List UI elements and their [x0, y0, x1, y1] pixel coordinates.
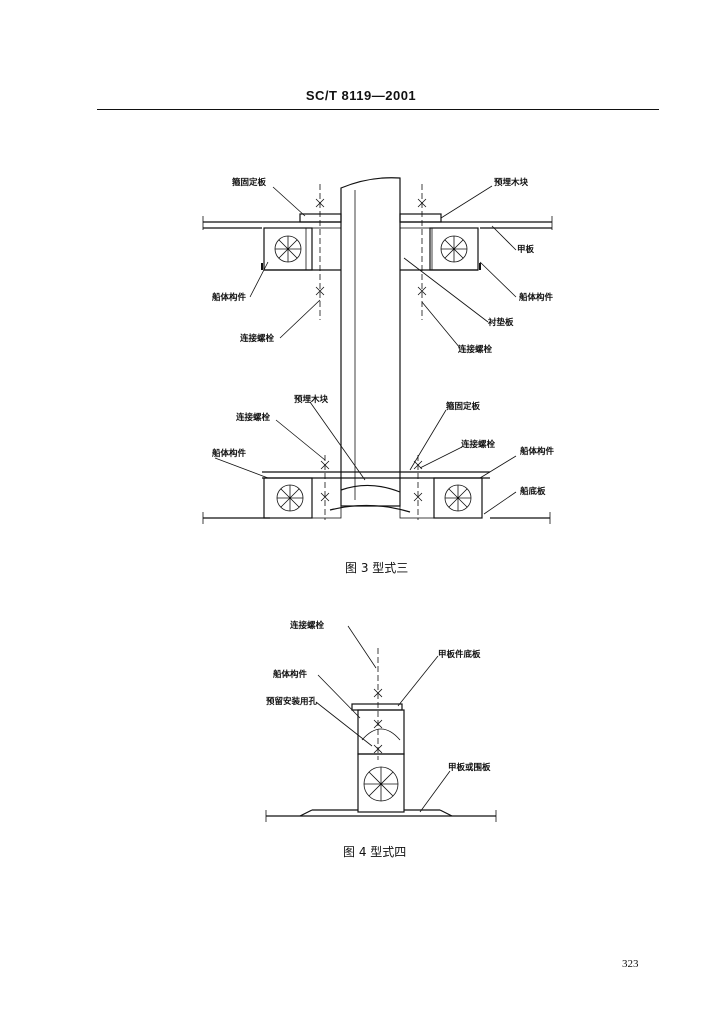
fig4-label-install-hole: 预留安装用孔 [266, 696, 318, 707]
label-pad-plate: 衬垫板 [488, 317, 514, 328]
label-left-hull-member-bottom: 船体构件 [212, 448, 247, 459]
fig4-fitting-base [351, 703, 403, 711]
page-number: 323 [622, 958, 639, 970]
top-left-clamp-plate [299, 213, 342, 223]
label-top-right-block: 预埋木块 [494, 177, 529, 188]
figure-4-caption: 图 4 型式四 [343, 845, 406, 859]
fig4-lower-box [357, 753, 405, 813]
figure-4-drawing: 连接螺栓 甲板件底板 船体构件 预留安装用孔 甲板或围板 图 4 型式四 [265, 620, 497, 859]
standard-header: SC/T 8119—2001 [305, 88, 417, 103]
fig4-label-hull-member: 船体构件 [273, 669, 308, 680]
top-bolts [319, 184, 423, 320]
bottom-bolts [324, 455, 419, 520]
fig4-upper-box [357, 709, 405, 755]
top-right-clamp-plate [399, 213, 442, 223]
figure-3-drawing: 箍固定板 预埋木块 甲板 船体构件 船体构件 衬垫板 连接螺栓 连接螺栓 预埋木… [202, 177, 555, 575]
figure-3-caption: 图 3 型式三 [345, 561, 408, 575]
fig4-label-fitting-base: 甲板件底板 [438, 649, 481, 660]
label-left-hull-member-top: 船体构件 [212, 292, 247, 303]
label-mid-block: 预埋木块 [294, 394, 329, 405]
header-rule [97, 109, 659, 110]
label-right-hull-member-top: 船体构件 [519, 292, 554, 303]
bottom-flange [262, 471, 490, 479]
label-mid-clamp: 箍固定板 [446, 401, 481, 412]
label-right-bolt-top: 连接螺栓 [458, 344, 493, 355]
label-right-bolt-bottom: 连接螺栓 [461, 439, 496, 450]
label-bottom-plate: 船底板 [520, 486, 546, 497]
mast-pipe [340, 177, 401, 507]
label-right-hull-member-bottom: 船体构件 [520, 446, 555, 457]
label-deck-plate: 甲板 [517, 244, 535, 255]
label-left-bolt-bottom: 连接螺栓 [236, 412, 271, 423]
fig4-label-bolt: 连接螺栓 [290, 620, 325, 631]
label-left-bolt-top: 连接螺栓 [240, 333, 275, 344]
fig4-label-deck-or-pad: 甲板或围板 [448, 762, 491, 773]
label-top-left-clamp: 箍固定板 [232, 177, 267, 188]
